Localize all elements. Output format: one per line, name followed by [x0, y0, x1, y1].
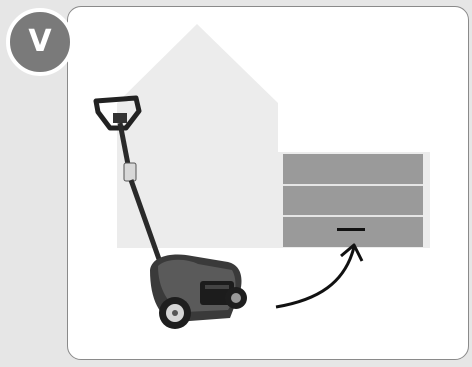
- curved-arrow-icon: [275, 243, 364, 309]
- garage-door-icon: [283, 154, 423, 247]
- step-badge: V: [6, 8, 74, 76]
- step-label: V: [28, 24, 52, 59]
- lawn-scarifier-icon: [93, 95, 247, 329]
